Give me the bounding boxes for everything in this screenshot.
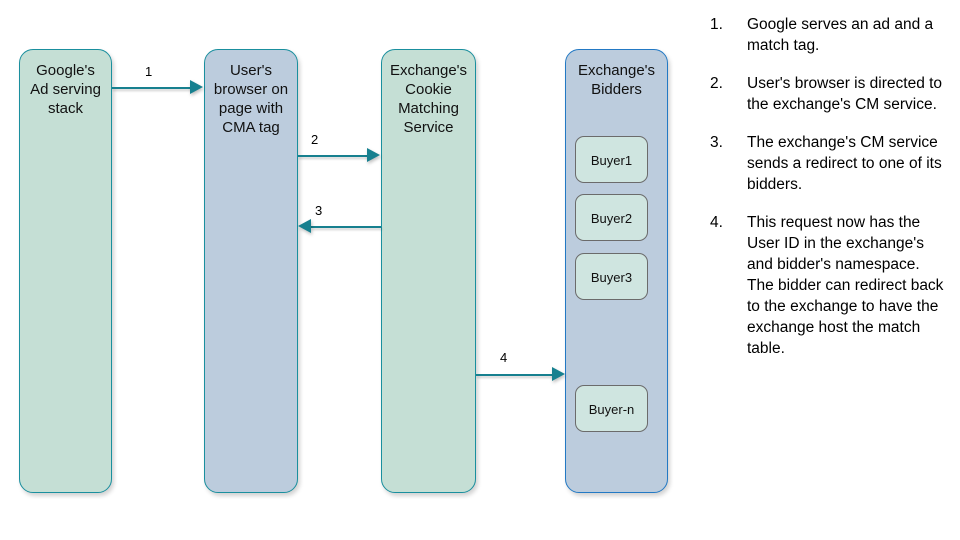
step-text: Google serves an ad and a match tag.	[747, 16, 934, 54]
arrow-1-line	[112, 87, 192, 89]
arrow-3-label: 3	[315, 203, 323, 218]
steps-list: 1. Google serves an ad and a match tag. …	[710, 14, 950, 376]
process-box-label: Exchange's Cookie Matching Service	[389, 62, 468, 136]
arrow-3-head-icon	[298, 219, 311, 233]
arrow-1-head-icon	[190, 80, 203, 94]
arrow-4-head-icon	[552, 367, 565, 381]
arrow-4-line	[476, 374, 553, 376]
step-number: 3.	[710, 134, 723, 151]
buyer-box-1: Buyer1	[575, 136, 648, 183]
step-item-1: 1. Google serves an ad and a match tag.	[710, 14, 950, 56]
arrow-2-line	[298, 155, 368, 157]
step-text: The exchange's CM service sends a redire…	[747, 134, 942, 193]
arrow-2-label: 2	[311, 132, 319, 147]
process-box-label: Exchange's Bidders	[577, 62, 656, 98]
step-text: User's browser is directed to the exchan…	[747, 75, 943, 113]
process-box-user-browser: User's browser on page with CMA tag	[204, 49, 298, 493]
step-number: 2.	[710, 75, 723, 92]
buyer-box-n: Buyer-n	[575, 385, 648, 432]
buyer-box-3: Buyer3	[575, 253, 648, 300]
arrow-4-label: 4	[500, 350, 508, 365]
step-item-3: 3. The exchange's CM service sends a red…	[710, 132, 950, 195]
step-number: 4.	[710, 214, 723, 231]
step-text: This request now has the User ID in the …	[747, 214, 944, 357]
process-box-exchange-cookie-matching-service: Exchange's Cookie Matching Service	[381, 49, 476, 493]
process-box-label: User's browser on page with CMA tag	[213, 62, 289, 136]
arrow-3-line	[311, 226, 381, 228]
arrow-2-head-icon	[367, 148, 380, 162]
step-item-2: 2. User's browser is directed to the exc…	[710, 73, 950, 115]
arrow-1-label: 1	[145, 64, 153, 79]
step-item-4: 4. This request now has the User ID in t…	[710, 212, 950, 359]
process-box-label: Google's Ad serving stack	[30, 62, 101, 117]
step-number: 1.	[710, 16, 723, 33]
process-box-google-ad-serving-stack: Google's Ad serving stack	[19, 49, 112, 493]
buyer-box-2: Buyer2	[575, 194, 648, 241]
